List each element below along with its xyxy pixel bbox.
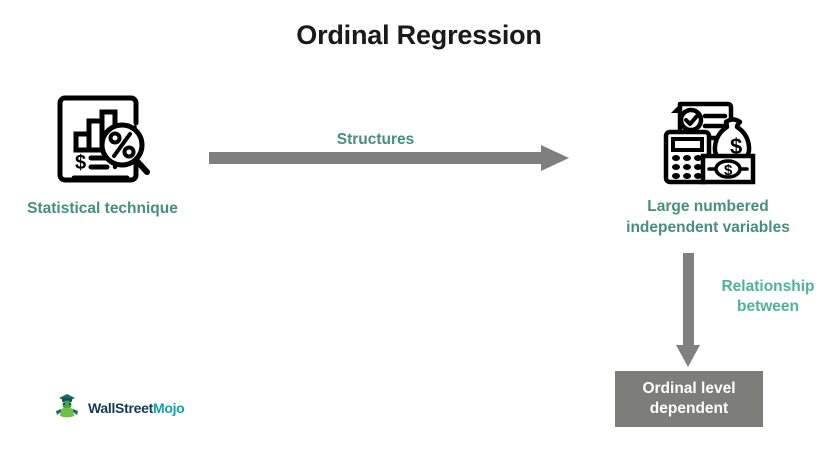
logo-text-accent: Mojo xyxy=(152,399,185,416)
logo-text-primary: WallStreet xyxy=(88,399,153,416)
arrow-relationship-shaft xyxy=(683,253,694,349)
wallstreetmojo-graduate-icon xyxy=(52,390,82,425)
node-independent-variables: $ $ xyxy=(578,92,838,239)
document-calculator-money-bag-banknote-icon: $ $ xyxy=(578,92,838,193)
node-independent-variables-label: Large numbered independent variables xyxy=(626,198,790,236)
svg-text:$: $ xyxy=(75,152,86,174)
wallstreetmojo-logo: WallStreetMojo xyxy=(52,390,185,425)
arrow-structures-head-icon xyxy=(541,145,569,171)
svg-text:$: $ xyxy=(724,162,733,179)
wallstreetmojo-logo-text: WallStreetMojo xyxy=(88,399,185,416)
document-bar-chart-magnifier-percent-icon: $ xyxy=(0,90,205,195)
arrow-structures-label: Structures xyxy=(336,131,415,148)
node-ordinal-level-dependent: Ordinal level dependent xyxy=(615,371,763,427)
node-ordinal-level-dependent-label: Ordinal level dependent xyxy=(642,379,736,417)
page-title: Ordinal Regression xyxy=(296,20,542,50)
arrow-relationship-label: Relationship between xyxy=(721,278,815,316)
node-statistical-technique-label: Statistical technique xyxy=(27,200,178,217)
svg-text:$: $ xyxy=(730,134,742,159)
arrow-structures-shaft xyxy=(209,152,543,164)
arrow-relationship-head-icon xyxy=(676,345,700,367)
node-statistical-technique: $ Statistical technique xyxy=(0,90,205,220)
